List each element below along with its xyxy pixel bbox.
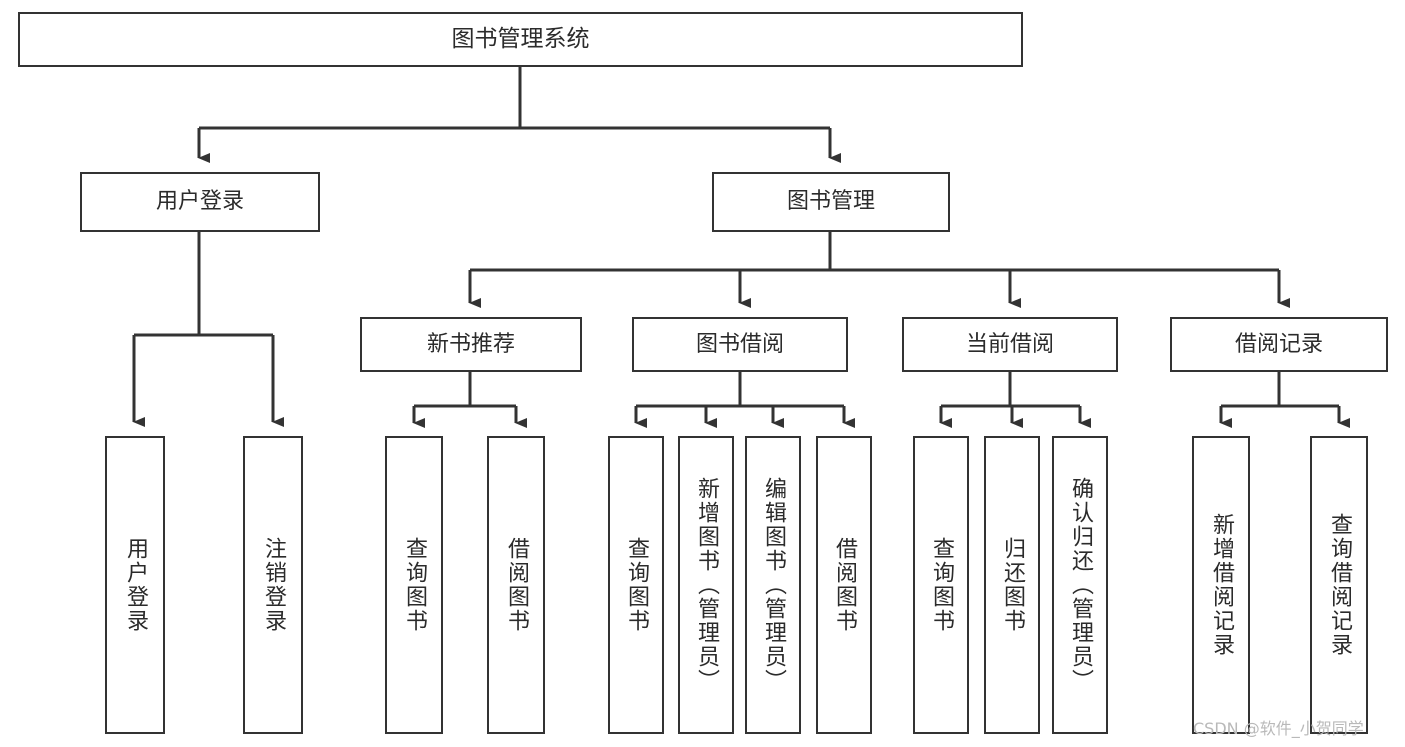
node-current-borrow[interactable]: 当前借阅 xyxy=(902,317,1118,372)
leaf-node[interactable]: 编辑图书（管理员） xyxy=(745,436,801,734)
leaf-node[interactable]: 查询图书 xyxy=(385,436,443,734)
leaf-node[interactable]: 查询图书 xyxy=(608,436,664,734)
leaf-label: 查询图书 xyxy=(402,537,427,633)
leaf-label: 用户登录 xyxy=(123,537,148,633)
leaf-node[interactable]: 查询图书 xyxy=(913,436,969,734)
leaf-label: 注销登录 xyxy=(261,537,286,633)
leaf-label: 查询图书 xyxy=(624,537,649,633)
leaf-node[interactable]: 归还图书 xyxy=(984,436,1040,734)
leaf-node[interactable]: 确认归还（管理员） xyxy=(1052,436,1108,734)
leaf-label: 归还图书 xyxy=(1000,537,1025,633)
leaf-node[interactable]: 借阅图书 xyxy=(487,436,545,734)
csdn-watermark: CSDN @软件_小贺同学 xyxy=(1193,719,1364,738)
node-book-manage-label: 图书管理 xyxy=(786,189,875,215)
node-book-borrow[interactable]: 图书借阅 xyxy=(632,317,848,372)
node-borrow-record-label: 借阅记录 xyxy=(1234,331,1323,357)
node-borrow-record[interactable]: 借阅记录 xyxy=(1170,317,1388,372)
leaf-label: 新增借阅记录 xyxy=(1209,513,1234,657)
node-user-login[interactable]: 用户登录 xyxy=(80,172,320,232)
leaf-label: 查询借阅记录 xyxy=(1327,513,1352,657)
node-new-book-recommend[interactable]: 新书推荐 xyxy=(360,317,582,372)
node-user-login-label: 用户登录 xyxy=(155,189,244,215)
node-book-borrow-label: 图书借阅 xyxy=(695,331,784,357)
leaf-node[interactable]: 用户登录 xyxy=(105,436,165,734)
node-book-manage[interactable]: 图书管理 xyxy=(712,172,950,232)
leaf-label: 确认归还（管理员） xyxy=(1068,477,1093,693)
leaf-node[interactable]: 借阅图书 xyxy=(816,436,872,734)
node-root-label: 图书管理系统 xyxy=(451,26,590,53)
leaf-label: 新增图书（管理员） xyxy=(694,477,719,693)
leaf-label: 借阅图书 xyxy=(504,537,529,633)
leaf-label: 编辑图书（管理员） xyxy=(761,477,786,693)
leaf-node[interactable]: 注销登录 xyxy=(243,436,303,734)
leaf-node[interactable]: 新增图书（管理员） xyxy=(678,436,734,734)
node-root[interactable]: 图书管理系统 xyxy=(18,12,1023,67)
node-current-borrow-label: 当前借阅 xyxy=(965,331,1054,357)
leaf-label: 查询图书 xyxy=(929,537,954,633)
leaf-node[interactable]: 新增借阅记录 xyxy=(1192,436,1250,734)
node-new-book-recommend-label: 新书推荐 xyxy=(426,331,515,357)
leaf-node[interactable]: 查询借阅记录 xyxy=(1310,436,1368,734)
leaf-label: 借阅图书 xyxy=(832,537,857,633)
